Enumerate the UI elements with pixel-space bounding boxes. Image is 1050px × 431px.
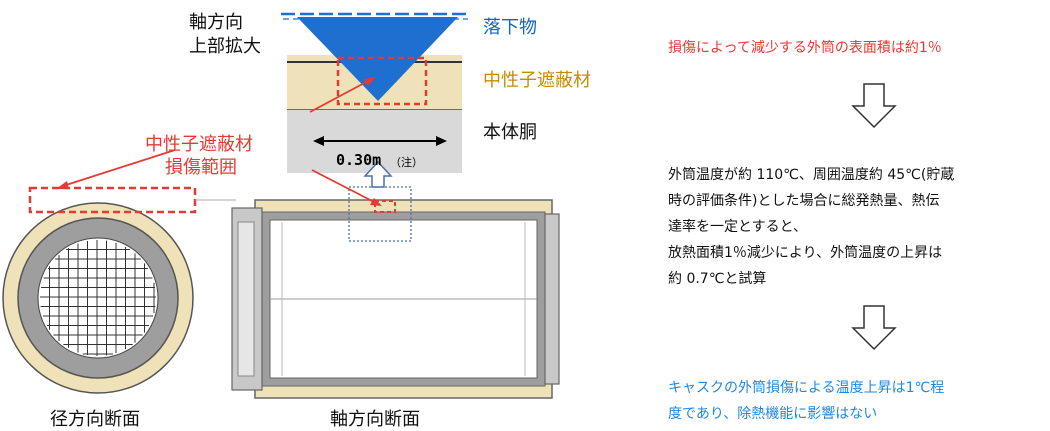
- down-arrow-icon: [851, 83, 897, 129]
- zoom-region: [348, 186, 412, 242]
- axial-section-label: 軸方向断面: [330, 409, 420, 430]
- cask-diagram-graphic: [2, 12, 560, 399]
- calc-line: 外筒温度が約 110℃、周囲温度約 45℃(貯蔵: [668, 167, 955, 183]
- down-arrow-icon: [851, 305, 897, 351]
- falling-object-label: 落下物: [483, 17, 537, 38]
- damage-range-label-line1: 中性子遮蔽材: [145, 134, 253, 155]
- explanation-panel: 損傷によって減少する外筒の表面積は約1％ 外筒温度が約 110℃、周囲温度約 4…: [668, 0, 1048, 425]
- main-body-label: 本体胴: [483, 122, 537, 143]
- damage-box-axial: [374, 200, 396, 213]
- surface-area-text: 損傷によって減少する外筒の表面積は約1％: [668, 40, 942, 56]
- calc-line: 約 0.7℃と試算: [668, 271, 767, 287]
- width-value: 0.30m: [336, 151, 382, 169]
- radial-section-label: 径方向断面: [50, 409, 140, 430]
- conclusion-line: キャスクの外筒損傷による温度上昇は1℃程: [668, 380, 945, 396]
- axial-section: [231, 186, 560, 399]
- cask-diagram: 軸方向 上部拡大 落下物 中性子遮蔽材 本体胴 0.30m （注） 中性子遮蔽材…: [2, 12, 591, 430]
- calculation-text: 外筒温度が約 110℃、周囲温度約 45℃(貯蔵 時の評価条件)とした場合に総発…: [668, 162, 954, 292]
- calc-line: 達率を一定とすると、: [668, 219, 808, 235]
- damage-box-enlarged: [336, 56, 428, 106]
- neutron-shield-label: 中性子遮蔽材: [483, 70, 591, 91]
- damage-range-label-line2: 損傷範囲: [165, 157, 237, 178]
- calc-line: 時の評価条件)とした場合に総発熱量、熱伝: [668, 193, 940, 209]
- falling-object-shape: [297, 17, 458, 101]
- conclusion-line: 度であり、除熱機能に影響はない: [668, 406, 878, 422]
- radial-section: [2, 186, 236, 394]
- enlarged-section: [281, 12, 470, 173]
- conclusion-text: キャスクの外筒損傷による温度上昇は1℃程 度であり、除熱機能に影響はない: [668, 375, 944, 427]
- axial-enlarged-label-line2: 上部拡大: [189, 36, 261, 57]
- width-note: （注）: [390, 156, 423, 169]
- axial-enlarged-label-line1: 軸方向: [189, 12, 243, 33]
- zoom-arrow: [363, 160, 393, 188]
- calc-line: 放熱面積1％減少により、外筒温度の上昇は: [668, 245, 943, 261]
